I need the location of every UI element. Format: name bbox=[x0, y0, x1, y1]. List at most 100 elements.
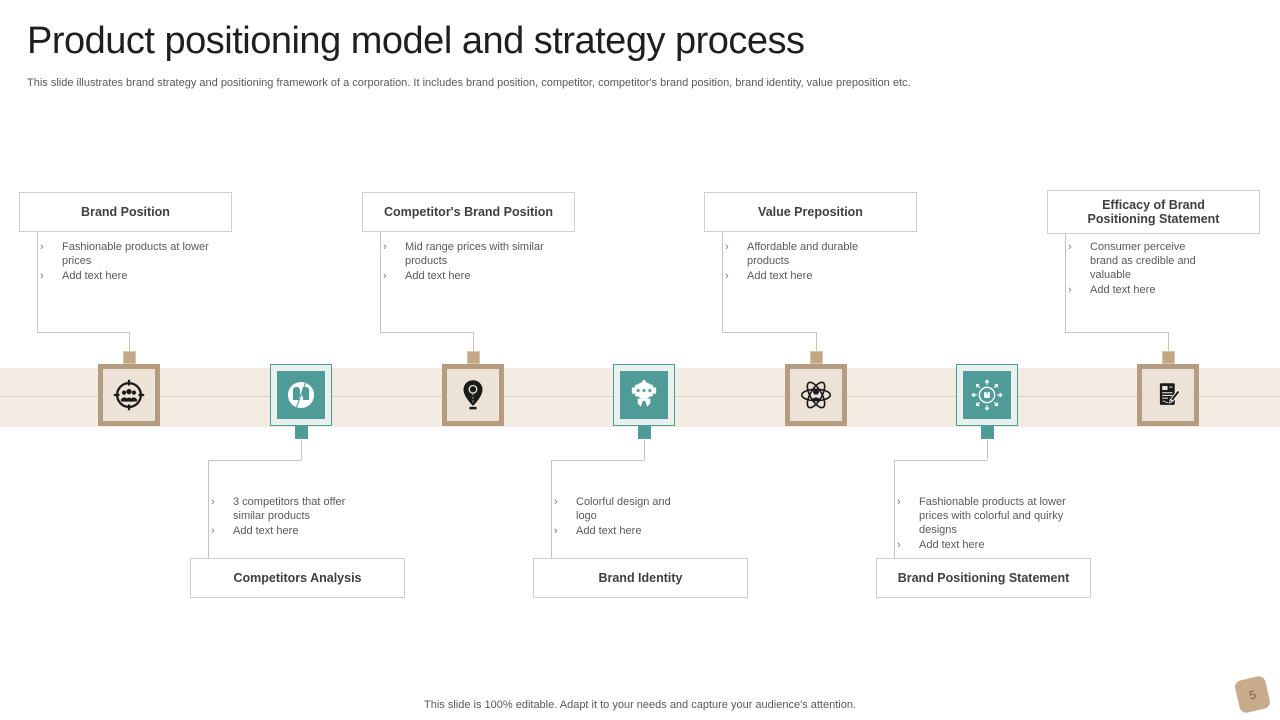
bullet-list: › Consumer perceive brand as credible and… bbox=[1068, 240, 1205, 298]
connector-node bbox=[1162, 351, 1175, 364]
bullet-list: › Fashionable products at lower prices › A… bbox=[40, 240, 212, 284]
bullet-marker: › bbox=[40, 241, 44, 253]
step-title-box: Brand Positioning Statement bbox=[876, 558, 1091, 598]
bullet-marker: › bbox=[554, 525, 558, 537]
connector-line bbox=[208, 460, 301, 461]
bullet-text: Fashionable products at lower prices wit… bbox=[919, 496, 1066, 536]
connector-line bbox=[1065, 234, 1066, 332]
step-title-box: Brand Identity bbox=[533, 558, 748, 598]
connector-line bbox=[37, 332, 129, 333]
bullet-text: Colorful design and logo bbox=[576, 496, 671, 522]
bullet-text: Add text here bbox=[576, 525, 642, 537]
bullet-marker: › bbox=[383, 270, 387, 282]
bullet-item: › Mid range prices with similar products bbox=[383, 240, 545, 268]
connector-line bbox=[380, 232, 381, 332]
connector-line bbox=[987, 438, 988, 460]
connector-line bbox=[1168, 332, 1169, 352]
step-title-box: Competitors Analysis bbox=[190, 558, 405, 598]
connector-line bbox=[380, 332, 473, 333]
step-title-box: Brand Position bbox=[19, 192, 232, 232]
step-title-box: Competitor's Brand Position bbox=[362, 192, 575, 232]
document-pen-icon bbox=[1137, 364, 1199, 426]
bullet-text: Mid range prices with similar products bbox=[405, 241, 544, 267]
page-subtitle: This slide illustrates brand strategy an… bbox=[27, 77, 911, 89]
bullet-marker: › bbox=[554, 496, 558, 508]
bullet-item: › Add text here bbox=[554, 524, 674, 538]
bullet-marker: › bbox=[897, 496, 901, 508]
bullet-text: Add text here bbox=[1090, 284, 1156, 296]
step-title: Value Preposition bbox=[758, 205, 863, 219]
bullet-marker: › bbox=[40, 270, 44, 282]
target-audience-icon bbox=[98, 364, 160, 426]
connector-node bbox=[295, 426, 308, 439]
connector-line bbox=[473, 332, 474, 352]
connector-node bbox=[638, 426, 651, 439]
atom-person-icon bbox=[785, 364, 847, 426]
bullet-marker: › bbox=[725, 241, 729, 253]
step-title: Brand Identity bbox=[598, 571, 683, 585]
connector-line bbox=[722, 332, 816, 333]
bullet-item: › Add text here bbox=[40, 269, 212, 283]
bullet-list: › Colorful design and logo › Add text here bbox=[554, 495, 674, 539]
bullet-text: Add text here bbox=[405, 270, 471, 282]
page-number-badge: 5 bbox=[1233, 674, 1272, 715]
step-title-box: Efficacy of Brand Positioning Statement bbox=[1047, 190, 1260, 234]
connector-line bbox=[129, 332, 130, 352]
bullet-list: ›Mid range prices with similar products … bbox=[383, 240, 545, 284]
bullet-item: › Add text here bbox=[897, 538, 1087, 552]
connector-line bbox=[894, 460, 987, 461]
connector-node bbox=[123, 351, 136, 364]
connector-line bbox=[208, 460, 209, 558]
step-title: Brand Positioning Statement bbox=[897, 571, 1070, 585]
bullet-marker: › bbox=[897, 539, 901, 551]
step-title-box: Value Preposition bbox=[704, 192, 917, 232]
bullet-marker: › bbox=[211, 525, 215, 537]
bullet-text: Fashionable products at lower prices bbox=[62, 241, 209, 267]
connector-line bbox=[1065, 332, 1168, 333]
icon-tile bbox=[963, 371, 1011, 419]
bullet-text: Add text here bbox=[233, 525, 299, 537]
bullet-item: ›Add text here bbox=[1068, 283, 1205, 297]
location-pin-icon bbox=[442, 364, 504, 426]
bullet-text: Add text here bbox=[919, 539, 985, 551]
bullet-item: › Consumer perceive brand as credible and… bbox=[1068, 240, 1205, 282]
step-title: Competitors Analysis bbox=[233, 571, 362, 585]
icon-tile bbox=[277, 371, 325, 419]
bullet-text: 3 competitors that offer similar product… bbox=[233, 496, 346, 522]
connector-line bbox=[551, 460, 644, 461]
connector-node bbox=[981, 426, 994, 439]
step-title: Efficacy of Brand Positioning Statement bbox=[1087, 198, 1220, 226]
bullet-text: Add text here bbox=[62, 270, 128, 282]
bullet-item: › Add text here bbox=[725, 269, 859, 283]
connector-line bbox=[644, 438, 645, 460]
bullet-marker: › bbox=[725, 270, 729, 282]
connector-node bbox=[810, 351, 823, 364]
bullet-item: › Fashionable products at lower prices wi… bbox=[897, 495, 1087, 537]
connector-line bbox=[37, 232, 38, 332]
connector-line bbox=[301, 438, 302, 460]
bullet-list: › 3 competitors that offer similar produc… bbox=[211, 495, 373, 539]
bullet-item: › Fashionable products at lower prices bbox=[40, 240, 212, 268]
bullet-marker: › bbox=[211, 496, 215, 508]
bullet-text: Affordable and durable products bbox=[747, 241, 859, 267]
bullet-text: Add text here bbox=[747, 270, 813, 282]
bullet-marker: › bbox=[383, 241, 387, 253]
bullet-item: › Affordable and durable products bbox=[725, 240, 859, 268]
bullet-text: Consumer perceive brand as credible and … bbox=[1090, 241, 1196, 281]
bullet-item: › Add text here bbox=[383, 269, 545, 283]
connector-node bbox=[467, 351, 480, 364]
footer-note: This slide is 100% editable. Adapt it to… bbox=[424, 699, 856, 711]
icon-tile bbox=[620, 371, 668, 419]
bullet-item: › Colorful design and logo bbox=[554, 495, 674, 523]
product-reach-icon bbox=[956, 364, 1018, 426]
connector-line bbox=[551, 460, 552, 558]
step-title: Competitor's Brand Position bbox=[384, 205, 553, 219]
step-title: Brand Position bbox=[81, 205, 170, 219]
bullet-marker: › bbox=[1068, 241, 1072, 253]
connector-line bbox=[894, 460, 895, 558]
award-ribbon-icon bbox=[613, 364, 675, 426]
competitor-heads-icon bbox=[270, 364, 332, 426]
connector-line bbox=[816, 332, 817, 352]
page-number: 5 bbox=[1247, 686, 1258, 703]
connector-line bbox=[722, 232, 723, 332]
